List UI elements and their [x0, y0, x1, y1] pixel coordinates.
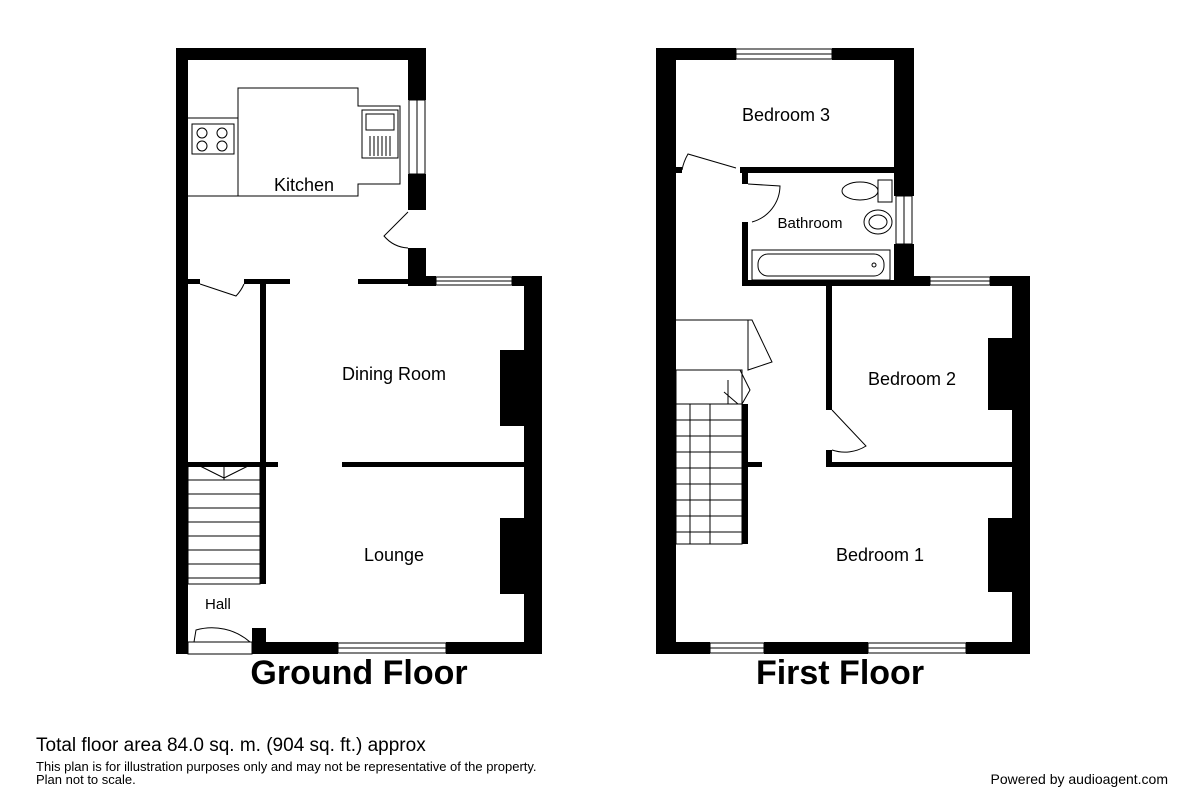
gf-hall-wall: [260, 282, 266, 468]
bath: [751, 249, 891, 281]
ff-right-wall: [1012, 276, 1030, 654]
hob-ring-icon: [196, 127, 208, 139]
ff-stair-wall: [742, 404, 748, 544]
toilet-cistern: [877, 179, 893, 203]
bedroom3-door-swing: [681, 153, 737, 171]
gf-chimney-breast-dining: [500, 350, 526, 426]
ff-rear-right-wall-upper: [894, 48, 914, 196]
ff-rear-right-wall-lower: [894, 244, 914, 286]
room-label-kitchen: Kitchen: [274, 175, 334, 195]
gf-step-wall: [408, 276, 436, 286]
ff-landing-wall-stub: [742, 462, 762, 467]
ground-floor-title: Ground Floor: [250, 654, 467, 692]
disclaimer-line-1: This plan is for illustration purposes o…: [36, 759, 537, 774]
ff-top-wall-left: [656, 48, 736, 60]
sink-drainer-icon: [369, 136, 391, 156]
ff-left-wall: [656, 48, 676, 654]
room-label-dining-room: Dining Room: [342, 364, 446, 384]
gf-kitchen-right-wall-upper: [408, 48, 426, 100]
gf-dining-lounge-wall-left: [186, 462, 278, 467]
bedroom2-door-swing: [831, 409, 867, 453]
kitchen-hob: [191, 123, 235, 155]
ff-bottom-wall-right: [966, 642, 1030, 654]
first-floor-plan: [656, 48, 1030, 654]
hall-door-swing: [199, 283, 245, 297]
bath-plug-icon: [871, 262, 877, 268]
room-label-bedroom-2: Bedroom 2: [868, 369, 956, 389]
gf-stair-treads: [188, 465, 260, 579]
bath-tub-inner: [757, 253, 885, 277]
ground-floor-plan: [176, 48, 542, 654]
gf-kitchen-dining-wall-right: [358, 279, 410, 284]
room-label-bathroom: Bathroom: [777, 215, 842, 232]
hob-ring-icon: [216, 140, 228, 152]
ff-stairs: [675, 369, 743, 545]
room-label-bedroom-1: Bedroom 1: [836, 545, 924, 565]
kitchen-back-door-gap: [409, 210, 425, 248]
hob-ring-icon: [196, 140, 208, 152]
total-floor-area: Total floor area 84.0 sq. m. (904 sq. ft…: [36, 735, 426, 756]
gf-stairs: [187, 465, 261, 585]
gf-top-wall: [176, 48, 426, 60]
hob-ring-icon: [216, 127, 228, 139]
ff-bedroom3-wall: [740, 167, 896, 173]
front-door-gap: [187, 641, 253, 655]
gf-kitchen-right-wall-mid: [408, 174, 426, 210]
first-floor-fittings: [675, 48, 991, 654]
ff-step-wall-right: [990, 276, 1030, 286]
kitchen-back-door-swing: [383, 211, 409, 249]
ff-chimney-breast-bedroom2: [988, 338, 1014, 410]
ff-step-wall-left: [894, 276, 930, 286]
gf-kitchen-dining-wall-mid: [244, 279, 290, 284]
ground-floor-fittings: [187, 87, 513, 655]
ff-bathroom-bottom-wall: [742, 280, 902, 286]
front-door-swing: [193, 627, 251, 643]
room-label-hall: Hall: [205, 596, 231, 613]
kitchen-sink: [361, 109, 399, 159]
gf-bottom-wall-right: [446, 642, 542, 654]
ff-bedroom3-wall-left: [676, 167, 682, 173]
disclaimer-line-2: Plan not to scale.: [36, 772, 136, 787]
gf-front-door-jamb: [252, 628, 266, 654]
ff-top-wall-right: [832, 48, 914, 60]
gf-dining-lounge-wall-right: [342, 462, 526, 467]
room-label-bedroom-3: Bedroom 3: [742, 105, 830, 125]
gf-stair-wall: [260, 466, 266, 584]
basin-icon: [863, 209, 893, 235]
gf-right-wall: [524, 276, 542, 654]
ff-stair-treads: [676, 380, 742, 544]
ff-chimney-breast-bedroom1: [988, 518, 1014, 592]
ff-stair-door-swing: [739, 369, 751, 405]
bathroom-door-swing: [747, 183, 781, 223]
ff-bedroom2-left-wall-lower: [826, 450, 832, 466]
room-label-lounge: Lounge: [364, 545, 424, 565]
ff-bottom-wall-mid: [764, 642, 868, 654]
ff-stair-bulkhead: [676, 319, 773, 371]
kitchen-sink-bowl: [365, 113, 395, 131]
first-floor-title: First Floor: [756, 654, 924, 692]
ff-bottom-wall-left: [656, 642, 710, 654]
gf-kitchen-dining-wall-left: [186, 279, 200, 284]
basin-bowl-icon: [868, 214, 888, 230]
ff-bathroom-left-wall-upper: [742, 170, 748, 184]
powered-by-credit: Powered by audioagent.com: [990, 771, 1168, 787]
ff-bedroom2-left-wall-upper: [826, 286, 832, 410]
ff-bedroom2-bottom-wall: [826, 462, 1014, 467]
gf-bottom-wall-left: [252, 642, 338, 654]
gf-chimney-breast-lounge: [500, 518, 526, 594]
gf-left-wall: [176, 48, 188, 654]
ff-bathroom-left-wall-lower: [742, 222, 748, 286]
toilet-icon: [841, 181, 879, 201]
